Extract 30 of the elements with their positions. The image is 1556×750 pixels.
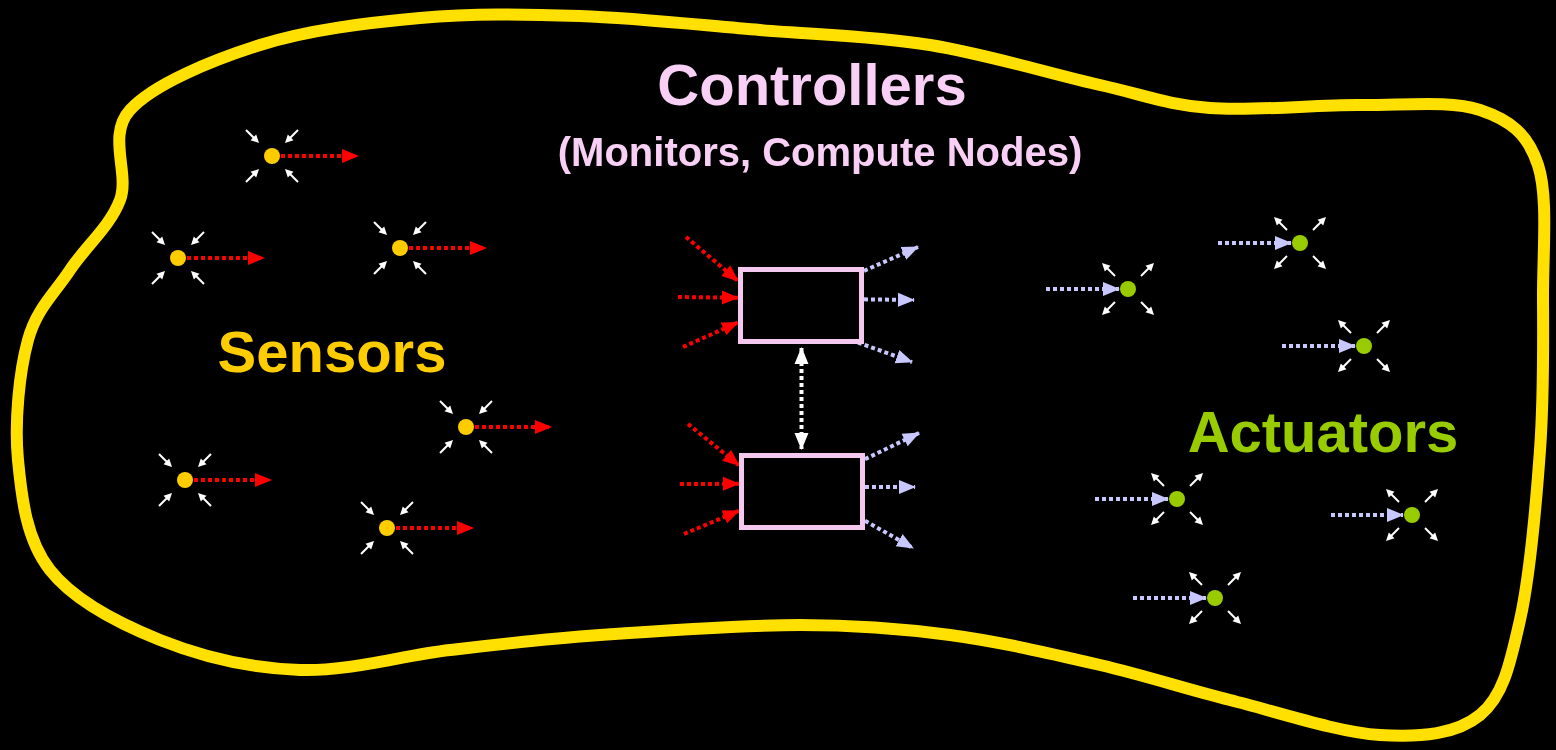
controller-box [739,453,865,530]
arrow [194,473,272,487]
arrow [864,519,914,550]
arrow [864,431,920,461]
arrow [863,245,919,273]
group-label: Sensors [217,320,447,384]
arrow [1218,236,1292,250]
arrow [187,251,265,265]
arrow [1133,591,1207,605]
arrow [409,241,487,255]
group-label: Actuators [1187,400,1459,464]
arrow [1331,508,1404,522]
arrow [863,292,915,307]
arrow [684,235,740,283]
arrow [865,479,916,494]
arrow [475,420,552,434]
arrow [396,521,474,535]
arrow [686,422,741,467]
controller-box [738,267,864,344]
arrow [680,476,740,491]
group-title: Controllers [657,53,967,117]
arrow [677,290,739,305]
arrow [682,320,739,349]
group-subtitle: (Monitors, Compute Nodes) [557,130,1083,174]
arrow [794,347,809,450]
arrow [1095,492,1169,506]
arrow [1282,339,1356,353]
arrow [281,149,359,163]
arrow [683,508,740,536]
arrow [1046,282,1120,296]
